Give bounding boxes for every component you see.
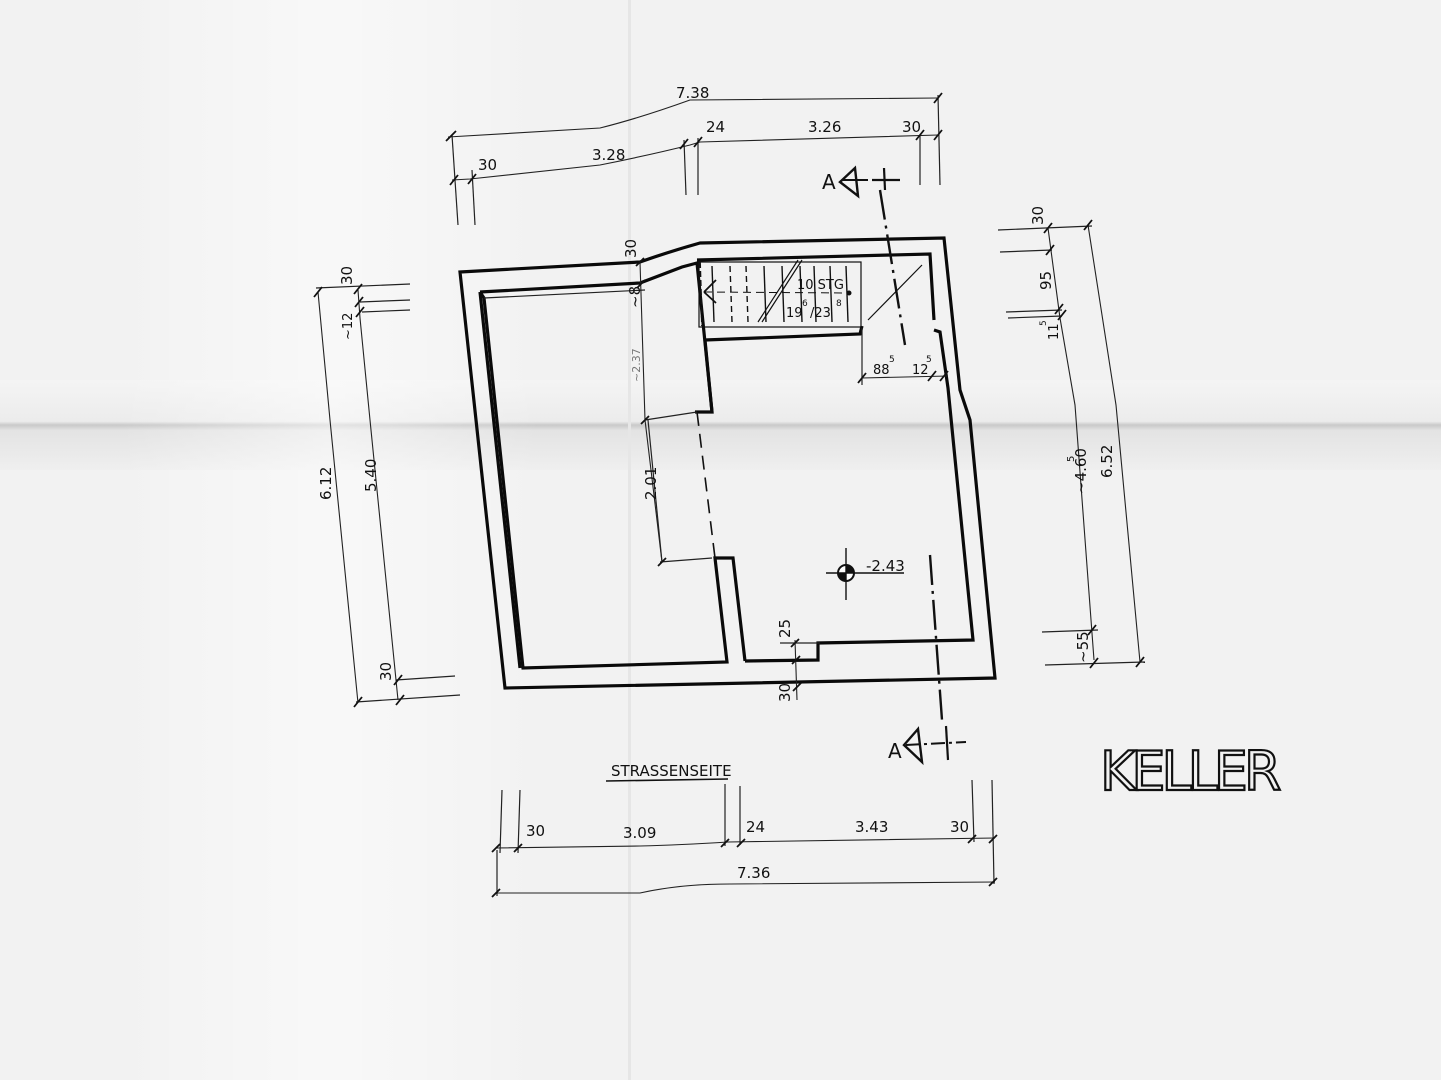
svg-text:3.09: 3.09 [623,824,656,842]
right-dimensions: 30 95 11 5 ~4.60 5 6.52 ~55 [997,206,1146,669]
interior-left-dimensions: 30 ~8 ~2.37 2.01 [622,239,667,567]
stair-rise: 19 [786,306,803,321]
svg-text:30: 30 [377,662,395,681]
svg-text:~4.60: ~4.60 [1072,448,1090,494]
svg-text:5: 5 [926,355,932,365]
svg-text:5: 5 [1039,320,1049,326]
svg-text:3.43: 3.43 [855,818,888,836]
sill-dimensions: 25 30 [776,619,820,702]
svg-text:88: 88 [873,363,890,378]
svg-text:6.12: 6.12 [317,467,335,500]
section-axis-line [878,189,907,346]
keller-title: KELLER [1100,740,1280,803]
bottom-dimensions: 30 3.09 24 3.43 30 7.36 [491,779,998,898]
svg-text:95: 95 [1037,271,1055,290]
svg-text:~8: ~8 [626,286,644,308]
svg-text:5.40: 5.40 [362,459,380,492]
svg-text:25: 25 [776,619,794,638]
svg-text:~55: ~55 [1074,631,1092,663]
svg-text:7.36: 7.36 [737,864,770,882]
dim-top-overall: 7.38 [676,84,709,102]
svg-text:30: 30 [950,818,969,836]
dim-top-seg-2: 3.28 [592,146,625,164]
svg-text:30: 30 [338,266,356,285]
svg-text:A: A [888,739,902,763]
dim-top-seg-4: 3.26 [808,118,841,136]
stair-rise-sup: 6 [802,299,808,309]
svg-text:5: 5 [1066,456,1077,462]
floor-level-text: -2.43 [866,557,905,575]
dim-top-seg-5: 30 [902,118,921,136]
left-dimensions: 6.12 5.40 30 ~12 30 [313,266,461,708]
svg-text:6.52: 6.52 [1098,445,1116,478]
svg-text:12: 12 [912,363,929,378]
svg-text:11: 11 [1047,323,1062,340]
paper-highlight [120,0,540,1080]
handwritten-title: KELLER [1099,739,1285,804]
svg-text:5: 5 [889,355,895,365]
paper-fold-vertical [628,0,631,1080]
section-marker-top: A [822,165,900,199]
svg-text:A: A [822,170,836,194]
section-marker-bottom: A [888,725,967,766]
svg-text:2.01: 2.01 [642,467,660,500]
svg-text:STRASSENSEITE: STRASSENSEITE [611,762,732,780]
dim-top-seg-3: 24 [706,118,725,136]
floor-level-marker: -2.43 [826,548,905,600]
staircase: 10 STG 19 6 /23 8 [698,259,923,328]
opening-line [696,411,716,559]
dim-top-seg-1: 30 [478,156,497,174]
svg-text:30: 30 [776,683,794,702]
stair-run-sup: 8 [836,299,842,309]
walls [458,236,997,690]
stair-run: /23 [810,306,831,321]
svg-text:~2.37: ~2.37 [630,348,643,382]
stair-steps-label: 10 STG [797,278,844,293]
top-dimensions: 7.38 30 3.28 24 3.26 30 [445,84,943,226]
svg-text:30: 30 [1029,206,1047,225]
svg-text:24: 24 [746,818,765,836]
svg-text:30: 30 [526,822,545,840]
street-side-label: STRASSENSEITE [605,762,732,782]
svg-text:30: 30 [622,239,640,258]
landing-dimensions: 88 5 12 5 [857,328,949,385]
svg-text:~12: ~12 [341,313,356,340]
